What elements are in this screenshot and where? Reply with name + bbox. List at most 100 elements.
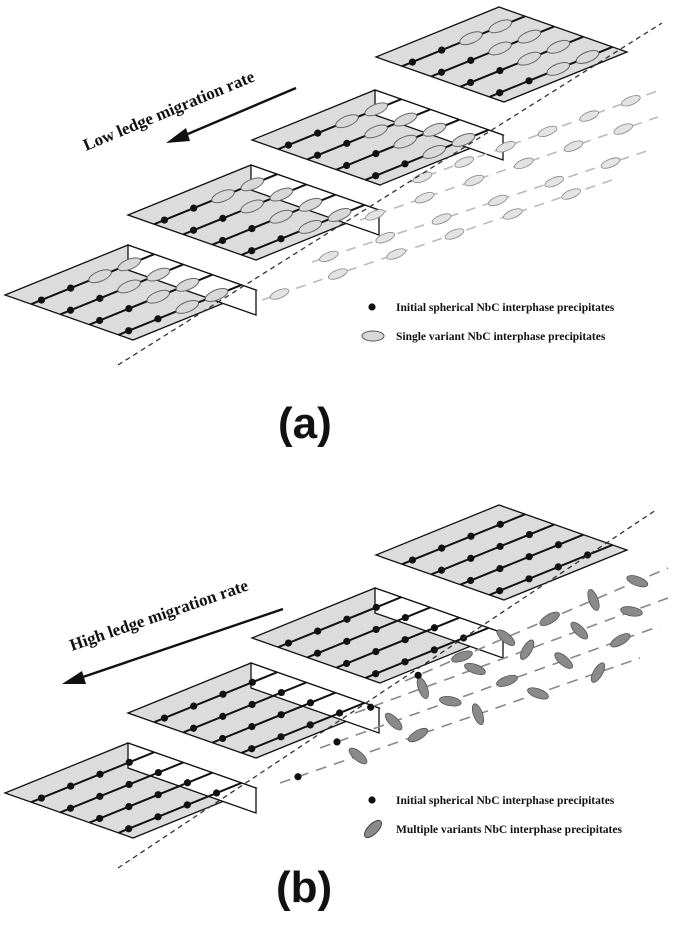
- spherical-precipitate: [496, 520, 504, 528]
- migration-direction-arrow: [62, 607, 284, 684]
- single-variant-precipitate: [537, 125, 558, 138]
- multiple-variant-precipitate: [539, 611, 560, 626]
- multiple-variant-precipitate: [451, 650, 473, 663]
- spherical-precipitate: [333, 738, 341, 746]
- spherical-precipitate: [277, 688, 285, 697]
- spherical-precipitate: [314, 129, 322, 137]
- spherical-precipitate: [183, 801, 191, 809]
- single-variant-precipitate: [459, 31, 483, 46]
- arrow-label: High ledge migration rate: [67, 576, 251, 655]
- single-variant-precipitate: [88, 269, 112, 284]
- single-variant-precipitate: [488, 194, 508, 207]
- precipitate-row-line: [430, 523, 555, 576]
- spherical-precipitate: [125, 802, 133, 811]
- single-variant-precipitate: [328, 268, 348, 280]
- spherical-precipitate: [372, 149, 380, 158]
- spherical-precipitate: [408, 58, 417, 66]
- spherical-precipitate: [430, 624, 439, 632]
- single-variant-precipitate: [269, 187, 294, 202]
- spherical-precipitate: [313, 649, 322, 657]
- single-variant-precipitate: [488, 19, 513, 34]
- single-variant-precipitate: [546, 61, 571, 76]
- panel-b-high-migration: High ledge migration rate Initial spheri…: [3, 504, 669, 912]
- spherical-precipitate: [437, 68, 446, 76]
- spherical-precipitate: [219, 236, 227, 245]
- spherical-precipitate: [248, 722, 256, 731]
- multiple-variant-precipitate: [439, 696, 462, 707]
- spherical-precipitate: [467, 532, 475, 540]
- spherical-precipitate: [554, 563, 562, 571]
- spherical-precipitate: [372, 172, 380, 180]
- spherical-precipitate: [125, 304, 133, 313]
- single-variant-precipitate: [414, 192, 435, 204]
- precipitate-row-line: [182, 681, 307, 734]
- spherical-precipitate: [248, 678, 256, 686]
- spherical-precipitates: [37, 520, 592, 833]
- panel-b-label: (b): [276, 863, 332, 912]
- spherical-precipitate: [96, 770, 104, 778]
- single-variant-precipitate: [393, 134, 417, 149]
- spherical-precipitate: [277, 733, 285, 741]
- spherical-precipitate: [154, 791, 162, 799]
- spherical-precipitate: [343, 615, 351, 623]
- precipitate-row-line: [211, 691, 336, 744]
- single-variant-precipitate: [175, 299, 200, 314]
- single-variant-precipitate: [514, 157, 534, 170]
- spherical-precipitate: [96, 294, 104, 302]
- spherical-precipitate: [219, 690, 227, 698]
- multiple-variant-precipitate: [407, 727, 429, 743]
- spherical-precipitate: [438, 544, 446, 552]
- single-variant-precipitate: [451, 133, 476, 147]
- spherical-precipitate: [401, 613, 409, 622]
- multiple-variant-precipitate: [496, 674, 518, 687]
- multiple-variant-precipitate: [416, 677, 429, 699]
- spherical-precipitate: [67, 284, 75, 292]
- precipitate-row-line: [241, 701, 365, 754]
- spherical-precipitate: [496, 564, 504, 573]
- spherical-precipitate: [401, 636, 409, 644]
- single-variant-precipitate: [600, 157, 621, 169]
- spherical-precipitate: [467, 78, 475, 87]
- spherical-precipitate: [154, 768, 162, 777]
- multiple-variant-precipitate: [348, 747, 368, 765]
- single-variant-precipitate: [546, 39, 571, 54]
- single-variant-precipitate: [211, 189, 235, 204]
- legend-dot-marker: [368, 796, 376, 804]
- single-variant-precipitate: [422, 144, 447, 159]
- single-variant-precipitate: [454, 156, 474, 168]
- staircase-ledges: [3, 504, 629, 839]
- spherical-precipitate: [314, 627, 322, 635]
- legend-ellipse-marker: [363, 819, 383, 839]
- single-variant-precipitate: [117, 257, 142, 272]
- spherical-precipitate: [496, 542, 504, 551]
- ahead-dashed-row: [404, 567, 669, 682]
- single-variant-precipitate: [364, 124, 388, 139]
- spherical-precipitate: [525, 553, 533, 561]
- spherical-precipitate: [437, 566, 446, 574]
- spherical-precipitate: [343, 659, 351, 668]
- spherical-precipitate: [313, 151, 322, 159]
- single-variant-precipitate: [364, 102, 389, 117]
- spherical-precipitate: [125, 758, 133, 766]
- single-variant-precipitate: [386, 248, 406, 260]
- single-variant-precipitate: [621, 95, 641, 107]
- spherical-precipitate: [125, 327, 133, 335]
- spherical-precipitate: [160, 216, 169, 224]
- spherical-precipitate: [96, 316, 104, 325]
- spherical-precipitate: [408, 556, 417, 564]
- panel-a-label: (a): [278, 399, 332, 448]
- spherical-precipitate: [125, 780, 133, 789]
- spherical-precipitate: [219, 734, 227, 743]
- spherical-precipitate: [248, 700, 256, 709]
- precipitate-row-line: [30, 751, 155, 804]
- spherical-precipitate: [306, 699, 315, 707]
- spherical-precipitate: [183, 779, 192, 787]
- spherical-precipitate: [37, 794, 46, 802]
- spherical-precipitate: [125, 825, 133, 833]
- spherical-precipitate: [467, 554, 475, 562]
- legend: Initial spherical NbC interphase precipi…: [361, 302, 615, 343]
- single-variant-precipitate: [575, 50, 600, 64]
- spherical-precipitate: [294, 773, 302, 781]
- single-variant-precipitate: [327, 208, 352, 222]
